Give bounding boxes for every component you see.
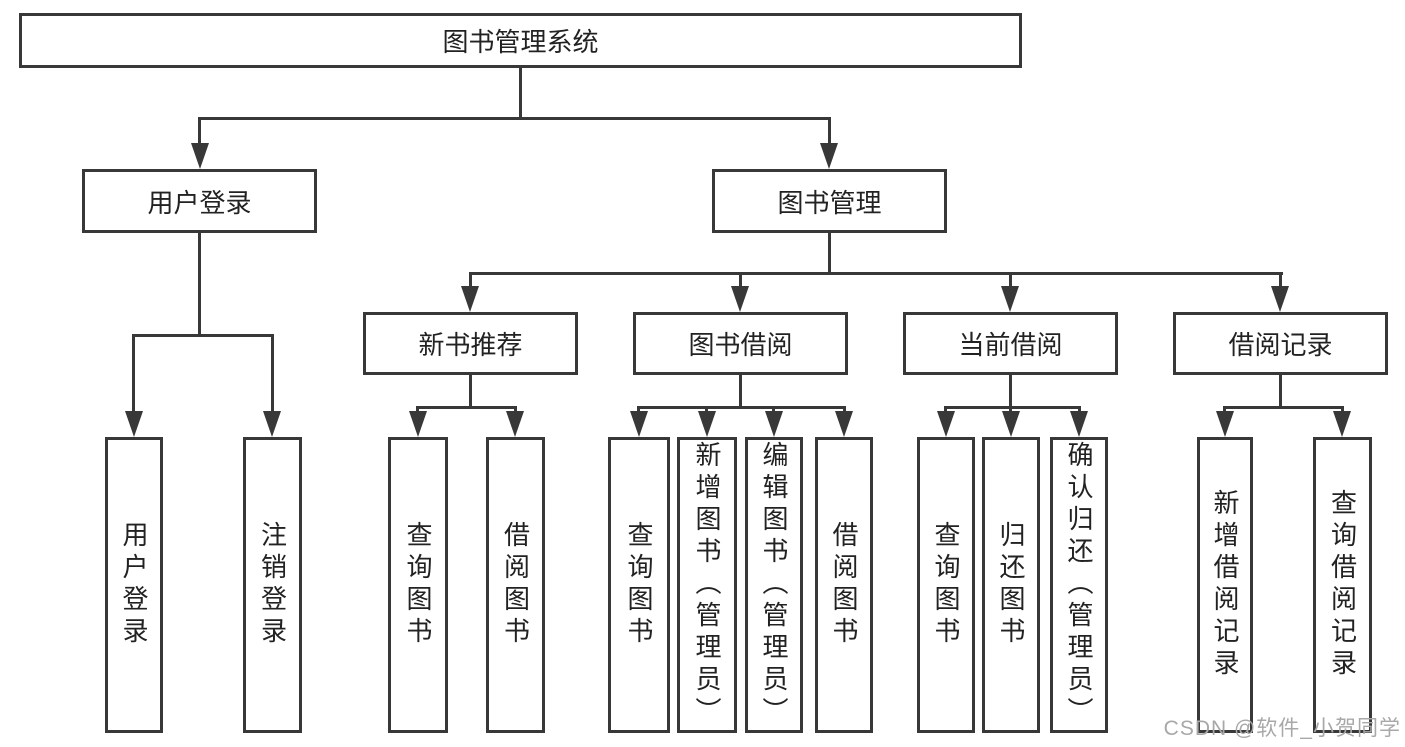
- leaf-borrow-books-recommend: 借阅图书: [486, 437, 545, 733]
- connector-leaf-drop: [271, 334, 274, 414]
- connector-module-stem: [469, 375, 472, 409]
- arrow-down-icon: [731, 286, 749, 312]
- leaf-query-borrow-record: 查询借阅记录: [1313, 437, 1372, 733]
- arrow-down-icon: [461, 286, 479, 312]
- leaf-label: 编辑图书（管理员）: [759, 441, 789, 729]
- node-label: 图书借阅: [688, 330, 793, 360]
- node-label: 图书管理系统: [442, 27, 599, 57]
- connector-leaf-rail: [416, 406, 517, 409]
- arrow-down-icon: [1001, 286, 1019, 312]
- arrow-down-icon: [1216, 411, 1234, 437]
- leaf-label: 查询图书: [403, 521, 433, 649]
- leaf-edit-book-admin: 编辑图书（管理员）: [745, 437, 803, 733]
- arrow-down-icon: [1333, 411, 1351, 437]
- arrow-down-icon: [506, 411, 524, 437]
- leaf-label: 新增借阅记录: [1210, 489, 1240, 681]
- arrow-down-icon: [1070, 411, 1088, 437]
- leaf-label: 归还图书: [996, 521, 1026, 649]
- leaf-label: 查询图书: [931, 521, 961, 649]
- node-user-login: 用户登录: [82, 169, 317, 233]
- leaf-label: 借阅图书: [829, 521, 859, 649]
- node-new-book-recommend: 新书推荐: [363, 312, 578, 375]
- node-current-borrowing: 当前借阅: [903, 312, 1118, 375]
- connector-leaf-rail: [637, 406, 846, 409]
- node-borrowing-records: 借阅记录: [1173, 312, 1388, 375]
- leaf-return-books: 归还图书: [982, 437, 1040, 733]
- arrow-down-icon: [765, 411, 783, 437]
- connector-module-drop: [1279, 272, 1282, 290]
- connector-user-login-stem: [198, 233, 201, 337]
- arrow-down-icon: [630, 411, 648, 437]
- leaf-label: 用户登录: [119, 521, 149, 649]
- connector-module-stem: [1009, 375, 1012, 409]
- arrow-down-icon: [698, 411, 716, 437]
- node-book-borrowing: 图书借阅: [633, 312, 848, 375]
- leaf-label: 查询图书: [624, 521, 654, 649]
- node-library-management-system: 图书管理系统: [19, 13, 1022, 68]
- leaf-add-borrow-record: 新增借阅记录: [1197, 437, 1253, 733]
- leaf-label: 确认归还（管理员）: [1064, 441, 1094, 729]
- connector-user-login-rail: [132, 334, 274, 337]
- leaf-label: 查询借阅记录: [1327, 489, 1358, 681]
- node-label: 当前借阅: [958, 330, 1063, 360]
- connector-module-stem: [739, 375, 742, 409]
- arrow-down-icon: [191, 143, 209, 169]
- connector-level2-rail: [469, 272, 1283, 275]
- leaf-label: 新增图书（管理员）: [692, 441, 722, 729]
- leaf-label: 借阅图书: [500, 521, 531, 649]
- arrow-down-icon: [263, 411, 281, 437]
- leaf-logout: 注销登录: [243, 437, 302, 733]
- connector-leaf-rail: [1223, 406, 1344, 409]
- leaf-label: 注销登录: [257, 521, 288, 649]
- leaf-query-books-recommend: 查询图书: [388, 437, 448, 733]
- connector-module-drop: [469, 272, 472, 290]
- arrow-down-icon: [125, 411, 143, 437]
- arrow-down-icon: [1002, 411, 1020, 437]
- connector-book-mgmt-drop: [828, 117, 831, 147]
- node-label: 图书管理: [777, 187, 882, 218]
- leaf-add-book-admin: 新增图书（管理员）: [677, 437, 737, 733]
- leaf-query-books-current: 查询图书: [917, 437, 975, 733]
- arrow-down-icon: [835, 411, 853, 437]
- leaf-query-books-borrowing: 查询图书: [608, 437, 670, 733]
- connector-root-stem: [519, 68, 522, 120]
- connector-module-stem: [1279, 375, 1282, 409]
- connector-module-drop: [1009, 272, 1012, 290]
- arrow-down-icon: [409, 411, 427, 437]
- arrow-down-icon: [1271, 286, 1289, 312]
- connector-leaf-rail: [944, 406, 1081, 409]
- connector-module-drop: [739, 272, 742, 290]
- connector-book-mgmt-stem: [828, 233, 831, 275]
- node-label: 借阅记录: [1228, 330, 1333, 360]
- connector-level1-rail: [198, 117, 831, 120]
- connector-user-login-drop: [198, 117, 201, 147]
- node-label: 新书推荐: [418, 330, 523, 360]
- csdn-watermark: CSDN @软件_小贺同学: [1163, 717, 1401, 740]
- arrow-down-icon: [937, 411, 955, 437]
- node-book-management: 图书管理: [712, 169, 947, 233]
- leaf-user-login: 用户登录: [105, 437, 163, 733]
- arrow-down-icon: [820, 143, 838, 169]
- leaf-borrow-books-borrowing: 借阅图书: [815, 437, 873, 733]
- connector-leaf-drop: [132, 334, 135, 414]
- leaf-confirm-return-admin: 确认归还（管理员）: [1050, 437, 1108, 733]
- node-label: 用户登录: [147, 187, 252, 218]
